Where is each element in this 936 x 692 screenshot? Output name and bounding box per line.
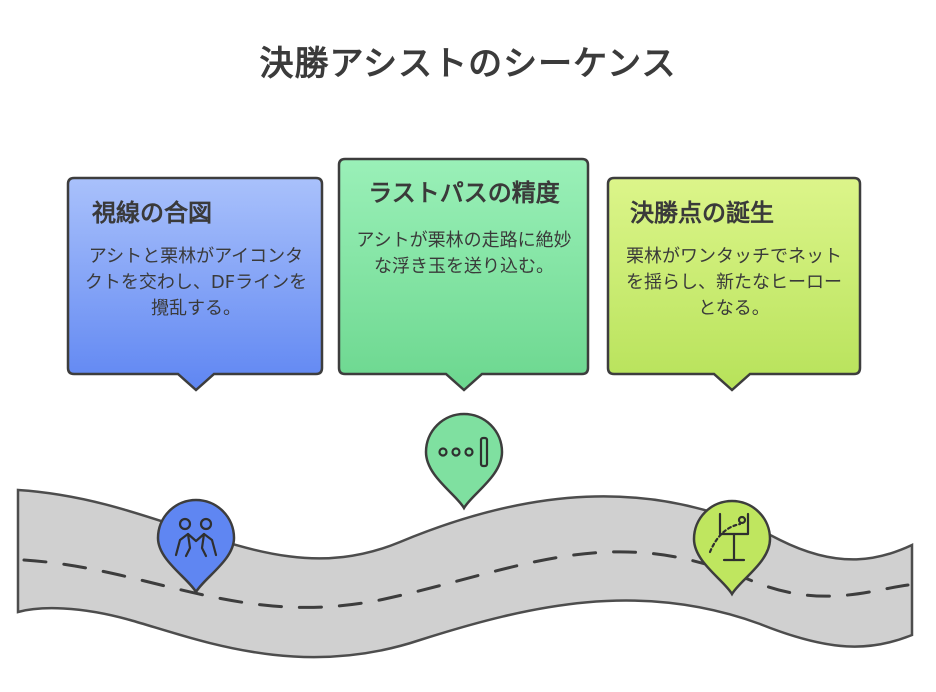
map-pin-3 <box>692 499 772 597</box>
step-1-text: 視線の合図 アシトと栗林がアイコンタクトを交わし、DFラインを攪乱する。 <box>80 196 312 322</box>
step-card-3 <box>606 176 862 392</box>
map-pin-2 <box>424 412 504 511</box>
goal-post-icon <box>708 512 750 562</box>
road-center-line <box>22 550 910 609</box>
road <box>16 488 914 659</box>
step-3-text: 決勝点の誕生 栗林がワンタッチでネットを揺らし、新たなヒーローとなる。 <box>618 196 850 322</box>
step-1-body: アシトと栗林がアイコンタクトを交わし、DFラインを攪乱する。 <box>84 246 308 319</box>
page-title: 決勝アシストのシーケンス <box>259 44 677 84</box>
step-2-title: ラストパスの精度 <box>368 179 560 207</box>
step-card-2 <box>337 157 590 392</box>
two-players-icon <box>174 517 218 558</box>
ball-trajectory-icon <box>438 436 489 468</box>
step-card-1 <box>66 176 324 392</box>
map-pin-1 <box>156 498 236 595</box>
step-1-title: 視線の合図 <box>92 199 212 227</box>
step-2-body: アシトが栗林の走路に絶妙な浮き玉を送り込む。 <box>356 230 572 277</box>
step-3-title: 決勝点の誕生 <box>630 199 774 227</box>
step-2-text: ラストパスの精度 アシトが栗林の走路に絶妙な浮き玉を送り込む。 <box>352 176 576 280</box>
step-3-body: 栗林がワンタッチでネットを揺らし、新たなヒーローとなる。 <box>626 246 842 319</box>
